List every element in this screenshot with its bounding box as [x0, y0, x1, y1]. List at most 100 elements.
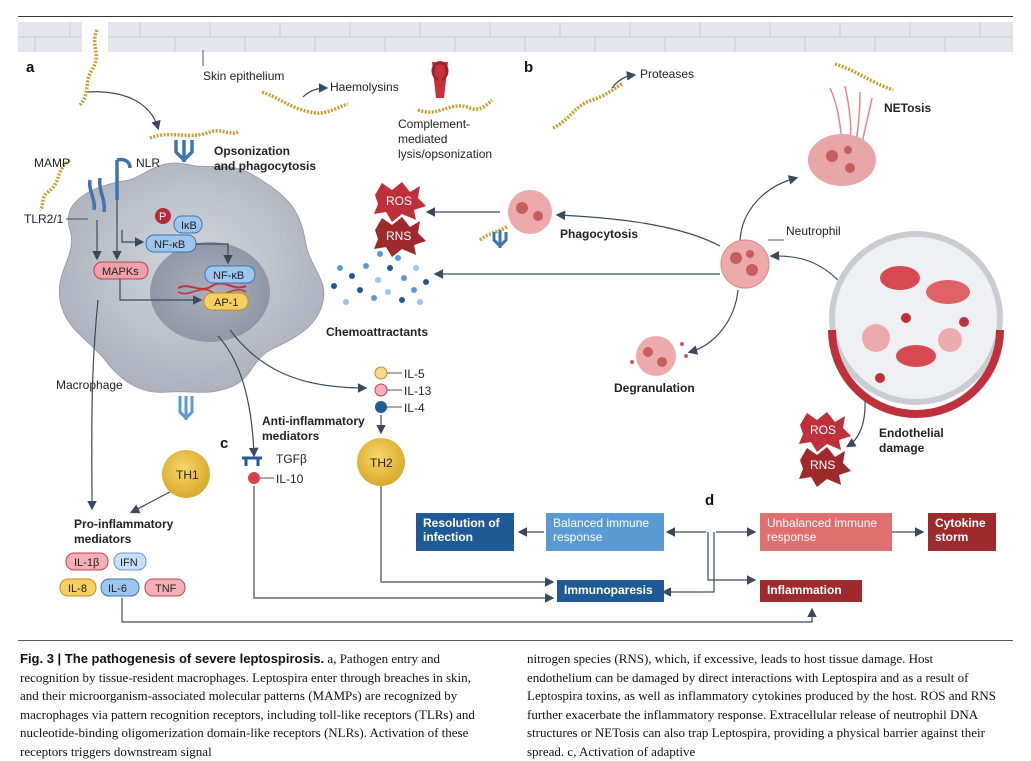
panel-d-label: d: [705, 492, 714, 509]
th2-cell: [357, 438, 405, 486]
th2-label: TH2: [370, 456, 393, 470]
phospho-badge: [155, 208, 171, 224]
complement-label-2: mediated: [398, 132, 447, 146]
panel-a-label: a: [26, 59, 35, 76]
ap1-pill: [203, 292, 249, 311]
netosis-neutrophil-icon: [808, 85, 876, 186]
il4-label: IL-4: [404, 401, 425, 415]
il1b-pill: [65, 552, 109, 571]
top-rule: [18, 16, 1013, 17]
complement-label-3: lysis/opsonization: [398, 147, 492, 161]
th1-arrow: [129, 491, 171, 514]
protease-arrow: [611, 71, 637, 89]
endothelial-arrow: [845, 399, 866, 448]
ros-burst-2: [799, 412, 851, 452]
blood-vessel-icon: [828, 231, 1004, 418]
il10-label: IL-10: [276, 472, 304, 486]
il13-dot: [374, 383, 388, 397]
ikb-pill: [173, 215, 203, 234]
unbalanced-response-box: Unbalanced immune response: [760, 513, 892, 551]
caption-title: Fig. 3 | The pathogenesis of severe lept…: [20, 651, 325, 666]
cytokine-storm-box: Cytokine storm: [928, 513, 996, 551]
rns-burst-2: [799, 447, 851, 487]
caption-left-body: a, Pathogen entry and recognition by tis…: [20, 651, 475, 759]
opsonization-label-1: Opsonization: [214, 144, 290, 158]
th1-label: TH1: [176, 468, 199, 482]
inflammation-box: Inflammation: [760, 580, 862, 602]
il6-label: IL-6: [108, 583, 127, 595]
degranulation-neutrophil-icon: [630, 336, 688, 376]
tnf-label: TNF: [155, 583, 177, 595]
il8-label: IL-8: [68, 583, 87, 595]
ikb-label: IκB: [181, 220, 197, 232]
tlr-label: TLR2/1: [24, 212, 64, 226]
caption-rule: [18, 640, 1013, 641]
il4-dot: [375, 401, 387, 413]
pathogenesis-diagram: Skin epithelium a b c d Haemolysins Prot…: [18, 22, 1013, 623]
il5-dot: [374, 366, 388, 380]
signalling-arrows: [87, 200, 368, 511]
chemoattractants-label: Chemoattractants: [326, 325, 428, 339]
resolution-box: Resolution of infection: [416, 513, 514, 551]
ap1-label: AP-1: [214, 297, 238, 309]
immunoparesis-box: Immunoparesis: [557, 580, 664, 602]
caption-left: Fig. 3 | The pathogenesis of severe lept…: [20, 650, 490, 761]
panel-c-label: c: [220, 435, 228, 452]
mapks-pill: [93, 261, 149, 280]
neutrophil-label: Neutrophil: [786, 224, 841, 238]
mapks-label: MAPKs: [102, 266, 139, 278]
il1b-label: IL-1β: [74, 557, 99, 569]
il6-pill: [100, 578, 140, 597]
rns-label-1: RNS: [386, 229, 411, 243]
nlr-label: NLR: [136, 156, 160, 170]
il5-label: IL-5: [404, 367, 425, 381]
degranulation-label: Degranulation: [614, 381, 695, 395]
tgfb-label: TGFβ: [276, 452, 307, 466]
il8-pill: [59, 578, 97, 597]
nfkb-label-cyto: NF-κB: [154, 239, 185, 251]
endothelial-label-2: damage: [879, 441, 925, 455]
netosis-label: NETosis: [884, 101, 931, 115]
il13-label: IL-13: [404, 384, 432, 398]
receptor-icons: [87, 140, 194, 213]
ifn-pill: [113, 552, 147, 571]
endothelial-label-1: Endothelial: [879, 426, 944, 440]
ifn-label: IFN: [120, 557, 138, 569]
phagocytosis-label: Phagocytosis: [560, 227, 638, 241]
proteases-label: Proteases: [640, 67, 694, 81]
rns-burst-1: [374, 217, 426, 257]
balanced-response-box: Balanced immune response: [546, 513, 664, 551]
chemoattractant-dots: [331, 251, 429, 305]
haemolysin-arrow: [302, 83, 329, 98]
nfkb-label-nucleus: NF-κB: [213, 270, 244, 282]
rns-label-2: RNS: [810, 458, 835, 472]
neutrophil-arrows: [433, 175, 841, 355]
skin-epithelium-label: Skin epithelium: [203, 69, 284, 83]
mamp-label: MAMP: [34, 156, 70, 170]
ros-label-1: ROS: [386, 194, 412, 208]
th1-cell: [162, 396, 210, 498]
caption-right-body: nitrogen species (RNS), which, if excess…: [527, 651, 997, 759]
phagocytosing-neutrophil-icon: [492, 190, 552, 249]
neutrophil-cell: [720, 239, 770, 289]
macrophage-label: Macrophage: [56, 378, 123, 392]
outcome-arrows: [121, 486, 925, 623]
pro-inflammatory-label-2: mediators: [74, 532, 132, 546]
haemolysins-label: Haemolysins: [330, 80, 399, 94]
anti-inflammatory-label-1: Anti-inflammatory: [262, 414, 365, 428]
entry-arrow: [87, 91, 161, 131]
tnf-pill: [144, 578, 186, 597]
il10-dot: [248, 472, 260, 484]
pro-inflammatory-label-1: Pro-inflammatory: [74, 517, 174, 531]
tgfb-icon: [242, 456, 262, 466]
phospho-label: P: [159, 211, 166, 223]
nfkb-pill-nucleus: [204, 265, 256, 284]
caption-right: nitrogen species (RNS), which, if excess…: [527, 650, 997, 761]
skin-epithelium-band: [18, 22, 1013, 52]
ros-burst-1: [374, 182, 426, 222]
complement-label-1: Complement-: [398, 117, 470, 131]
ros-label-2: ROS: [810, 423, 836, 437]
complement-complex-icon: [431, 60, 449, 98]
panel-b-label: b: [524, 59, 533, 76]
anti-inflammatory-label-2: mediators: [262, 429, 320, 443]
